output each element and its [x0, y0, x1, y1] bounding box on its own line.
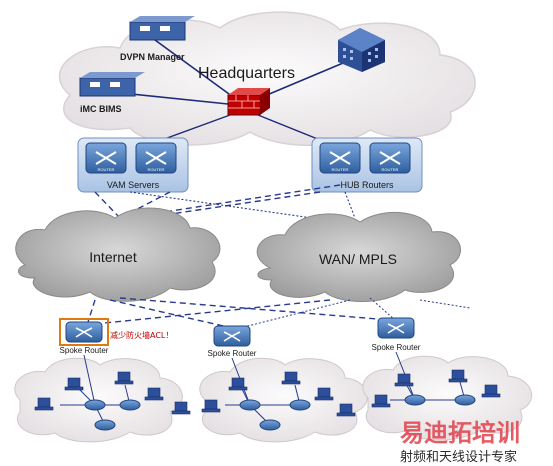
branch-router-icons — [84, 394, 476, 431]
hub-routers-label: HUB Routers — [340, 180, 394, 190]
cloud-to-spoke-links — [87, 297, 391, 329]
spoke-router-2-label: Spoke Router — [208, 349, 257, 358]
hub-router-1-icon: ROUTER — [319, 142, 361, 174]
hub-router-2-icon: ROUTER — [369, 142, 411, 174]
vam-servers-label: VAM Servers — [107, 180, 160, 190]
watermark-logo: 易迪拓培训 射频和天线设计专家 — [400, 419, 520, 465]
spoke-router-3-label: Spoke Router — [372, 343, 421, 352]
spoke-router-1-icon — [59, 318, 109, 346]
internet-cloud — [15, 207, 221, 302]
wan-mpls-label: WAN/ MPLS — [319, 251, 397, 267]
imc-bims-server-icon — [79, 72, 145, 97]
building-icon — [338, 28, 385, 72]
wan-mpls-cloud — [256, 211, 461, 302]
dvpn-manager-server-icon — [129, 16, 195, 41]
internet-label: Internet — [89, 249, 137, 265]
imc-bims-label: iMC BIMS — [80, 104, 122, 114]
firewall-acl-callout: 减少防火墙ACL！ — [110, 330, 173, 340]
branch-cloud-2 — [199, 357, 368, 443]
spoke-router-1-label: Spoke Router — [60, 346, 109, 355]
wan-to-spoke-links — [239, 297, 471, 329]
router-chip-label: ROUTER — [332, 167, 349, 172]
firewall-icon — [227, 88, 270, 116]
hub-to-wan-links — [129, 191, 356, 223]
spoke-router-2-icon — [213, 325, 251, 347]
router-chip-label: ROUTER — [382, 167, 399, 172]
spoke-router-3-icon — [377, 317, 415, 339]
watermark-subtitle: 射频和天线设计专家 — [400, 449, 517, 465]
headquarters-title: Headquarters — [198, 65, 295, 82]
router-chip-label: ROUTER — [98, 167, 115, 172]
workstation-icons — [34, 369, 501, 417]
watermark-title: 易迪拓培训 — [400, 419, 520, 447]
dvpn-manager-label: DVPN Manager — [120, 52, 185, 62]
router-chip-label: ROUTER — [148, 167, 165, 172]
vam-router-2-icon: ROUTER — [135, 142, 177, 174]
vam-router-1-icon: ROUTER — [85, 142, 127, 174]
